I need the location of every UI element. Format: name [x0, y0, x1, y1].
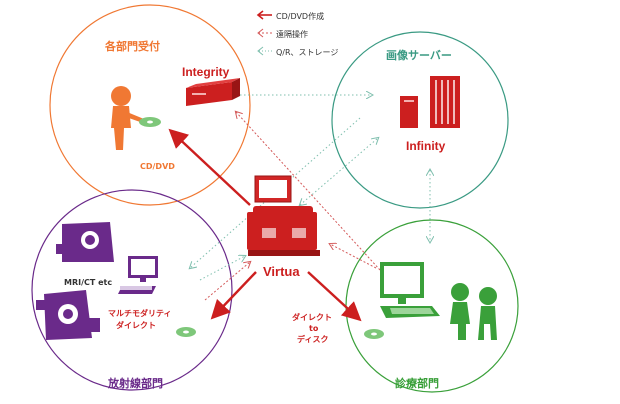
radiology-virtua-remote-connector — [204, 262, 250, 301]
clinical-cd-icon — [364, 329, 384, 339]
radiology-zone-circle — [31, 189, 233, 391]
mri-ct-label: MRI/CT etc — [64, 278, 113, 287]
integrity-device-icon — [186, 78, 240, 106]
clinical-virtua-remote-connector — [330, 244, 377, 269]
multimodality-label-line1: マルチモダリティ — [108, 309, 172, 318]
image-server-zone-circle — [331, 31, 509, 209]
virtua-workstation-icon — [247, 175, 320, 256]
patient-person-icon — [478, 287, 497, 340]
radiology-virtua-connector — [199, 256, 245, 281]
clinical-computer-icon — [380, 262, 440, 318]
virtua-to-disk-arrow — [307, 271, 362, 322]
reception-cd-icon — [139, 117, 161, 127]
legend-dashed-arrow-icon — [257, 28, 272, 38]
infinity-device-title: Infinity — [406, 139, 446, 153]
ct-machine-icon — [36, 290, 100, 340]
doctor-person-icon — [450, 283, 470, 340]
legend-item-cd-dvd: CD/DVD作成 — [256, 10, 324, 22]
virtua-device-title: Virtua — [263, 264, 300, 279]
clinical-zone-title: 診療部門 — [395, 377, 439, 390]
cd-dvd-label: CD/DVD — [140, 162, 175, 171]
infinity-server-icon — [400, 76, 460, 128]
reception-zone-title: 各部門受付 — [105, 40, 160, 53]
radiology-zone-title: 放射線部門 — [108, 377, 163, 390]
direct-disk-label-line1: ダイレクト — [292, 313, 332, 322]
legend-solid-arrow-icon — [256, 10, 272, 20]
legend-label: 遠隔操作 — [276, 29, 308, 39]
mri-machine-icon — [56, 222, 114, 262]
image-server-zone-title: 画像サーバー — [386, 49, 452, 62]
legend-dotted-arrow-icon — [257, 46, 272, 56]
integrity-device-title: Integrity — [182, 65, 230, 79]
virtua-server-connector — [300, 138, 378, 205]
legend-item-qr-storage: Q/R、ストレージ — [256, 46, 338, 58]
virtua-to-multimodality-arrow — [210, 271, 257, 320]
multimodality-label-line2: ダイレクト — [116, 321, 156, 330]
direct-disk-label-line2: to — [309, 324, 319, 333]
radiology-computer-icon — [118, 256, 158, 294]
legend-label: Q/R、ストレージ — [276, 47, 339, 57]
virtua-to-integrity-arrow — [168, 128, 251, 206]
legend-label: CD/DVD作成 — [276, 11, 325, 21]
reception-zone-circle — [49, 4, 251, 206]
direct-disk-label-line3: ディスク — [297, 335, 329, 344]
reception-person-icon — [111, 86, 144, 150]
legend-item-remote: 遠隔操作 — [256, 28, 308, 40]
radiology-cd-icon — [176, 327, 196, 337]
